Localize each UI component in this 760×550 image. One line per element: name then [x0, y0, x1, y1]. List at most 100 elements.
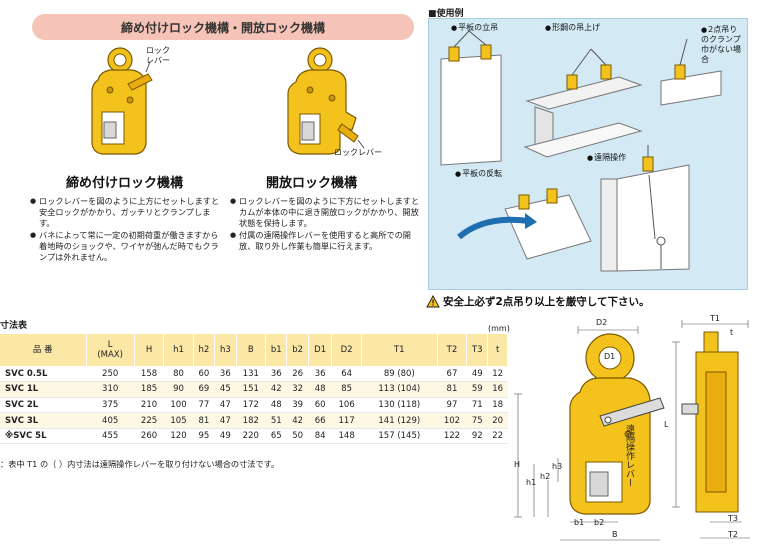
mechanism-banner: 締め付けロック機構・開放ロック機構: [32, 14, 414, 40]
dim-label-h3: h3: [552, 462, 563, 471]
table-cell: 85: [331, 381, 362, 398]
table-cell: 36: [214, 366, 237, 383]
table-cell: 75: [466, 412, 488, 429]
table-cell: 36: [308, 366, 332, 383]
table-cell: 81: [437, 381, 467, 398]
usage-label-flip: 平板の反転: [455, 169, 502, 179]
dimension-header-cell: b1: [265, 334, 288, 366]
dim-label-h1: h1: [526, 478, 537, 487]
table-cell: 64: [331, 366, 362, 383]
table-cell: 90: [163, 381, 194, 398]
usage-label-two-point: 2点吊りのクランプ巾がない場合: [701, 25, 745, 65]
table-cell: 47: [214, 412, 237, 429]
table-cell: 141 (129): [361, 412, 438, 429]
dim-label-h2: h2: [540, 472, 551, 481]
table-cell: 117: [331, 412, 362, 429]
table-cell: 157 (145): [361, 428, 438, 445]
table-cell: 42: [265, 381, 287, 398]
table-cell: 71: [466, 397, 488, 414]
dimension-header-cell: L (MAX): [86, 334, 135, 366]
dimension-header-cell: T1: [361, 334, 438, 366]
lock-lever-label-b: ロックレバー: [334, 148, 382, 157]
lock-bullet-2: バネによって常に一定の初期荷重が働きますから着地時のショックや、ワイヤが弛んだ時…: [30, 230, 222, 263]
dimension-title: 寸法表: [0, 321, 28, 331]
dimension-header-cell: h2: [193, 334, 216, 366]
usage-panel: 平板の立吊 形鋼の吊上げ 2点吊りのクランプ巾がない場合 平板の反転 遠隔操作: [428, 18, 748, 290]
dimension-note: ：表中 T1 の（ ）内寸法は遠隔操作レバーを取り付けない場合の寸法です。: [0, 459, 280, 469]
table-cell: 49: [466, 366, 488, 383]
table-cell: 69: [193, 381, 215, 398]
dim-label-T3: T3: [728, 514, 738, 523]
table-cell: 45: [214, 381, 237, 398]
dimension-header-cell: T3: [466, 334, 489, 366]
table-cell: 260: [134, 428, 164, 445]
technical-drawing: [514, 320, 750, 541]
table-cell: 48: [308, 381, 332, 398]
dimension-header-cell: H: [134, 334, 165, 366]
table-cell: 405: [86, 412, 135, 429]
open-bullet-1: ロックレバーを図のように下方にセットしますとカムが本体の中に退き開放ロックがかか…: [230, 196, 426, 229]
table-cell: 49: [214, 428, 237, 445]
table-cell: 51: [265, 412, 287, 429]
table-cell: 131: [236, 366, 266, 383]
dimension-header-cell: D1: [308, 334, 333, 366]
table-cell: 100: [163, 397, 194, 414]
table-cell: 50: [286, 428, 309, 445]
table-cell: 81: [193, 412, 215, 429]
clamp-open-illustration: [287, 47, 365, 155]
table-cell: 95: [193, 428, 215, 445]
table-cell: 310: [86, 381, 135, 398]
table-cell: 67: [437, 366, 467, 383]
dimension-header-cell: 品 番: [0, 334, 87, 366]
dimension-header-cell: b2: [286, 334, 309, 366]
table-cell: 12: [487, 366, 508, 383]
usage-title: 使用例: [428, 6, 464, 19]
usage-illustration: [440, 30, 722, 272]
table-cell: 66: [308, 412, 332, 429]
table-cell: 97: [437, 397, 467, 414]
dim-label-D1: D1: [604, 352, 616, 361]
table-cell: 250: [86, 366, 135, 383]
dimension-header-cell: D2: [331, 334, 362, 366]
table-cell: 375: [86, 397, 135, 414]
dimension-header-cell: h3: [214, 334, 237, 366]
remote-lever-label: 遠隔操作レバー: [624, 424, 634, 487]
open-description: ロックレバーを図のように下方にセットしますとカムが本体の中に退き開放ロックがかか…: [230, 196, 426, 253]
table-cell: 455: [86, 428, 135, 445]
table-cell: 16: [487, 381, 508, 398]
table-cell: 102: [437, 412, 467, 429]
warning-icon: [426, 295, 440, 308]
mechanism-title-open: 開放ロック機構: [266, 176, 358, 191]
table-cell: 92: [466, 428, 488, 445]
usage-label-vertical: 平板の立吊: [451, 23, 498, 33]
table-cell: 172: [236, 397, 266, 414]
table-cell: 210: [134, 397, 164, 414]
table-cell: SVC 1L: [0, 381, 86, 398]
table-cell: 26: [286, 366, 309, 383]
dimension-header-cell: T2: [437, 334, 468, 366]
table-cell: 47: [214, 397, 237, 414]
lock-bullet-1: ロックレバーを図のように上方にセットしますと安全ロックがかかり、ガッチリとクラン…: [30, 196, 222, 229]
table-cell: 182: [236, 412, 266, 429]
table-cell: 60: [308, 397, 332, 414]
table-cell: 225: [134, 412, 164, 429]
usage-label-section: 形鋼の吊上げ: [545, 23, 600, 33]
safety-warning: 安全上必ず2点吊り以上を厳守して下さい。: [426, 294, 650, 309]
dim-label-b1: b1: [574, 518, 585, 527]
table-cell: 113 (104): [361, 381, 438, 398]
dim-label-b2: b2: [594, 518, 605, 527]
table-cell: 185: [134, 381, 164, 398]
table-cell: SVC 3L: [0, 412, 86, 429]
table-cell: 220: [236, 428, 266, 445]
table-cell: 89 (80): [361, 366, 438, 383]
table-cell: 32: [286, 381, 309, 398]
table-cell: SVC 2L: [0, 397, 86, 414]
table-cell: 120: [163, 428, 194, 445]
table-cell: 39: [286, 397, 309, 414]
table-cell: 22: [487, 428, 508, 445]
